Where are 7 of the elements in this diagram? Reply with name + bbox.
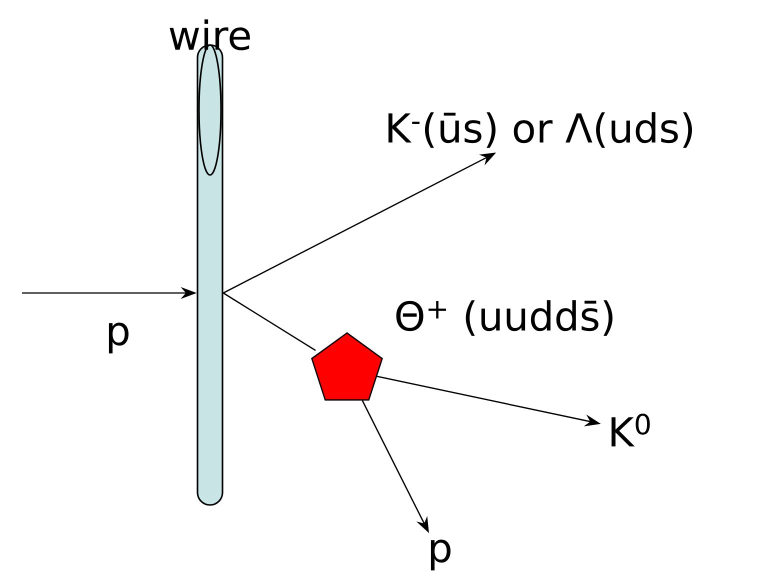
particle-label: K$^{-}$(ūs) or Λ(uds) (388, 112, 692, 148)
wire-drawing: wire (170, 19, 250, 506)
particle-label: p (430, 540, 451, 570)
particle-label: Θ$^{+}$ (uudds̄) (396, 300, 612, 336)
edge-label: p (104, 321, 132, 355)
node-label: wire (170, 19, 250, 50)
particle-label: K$^{0}$ (612, 414, 650, 446)
